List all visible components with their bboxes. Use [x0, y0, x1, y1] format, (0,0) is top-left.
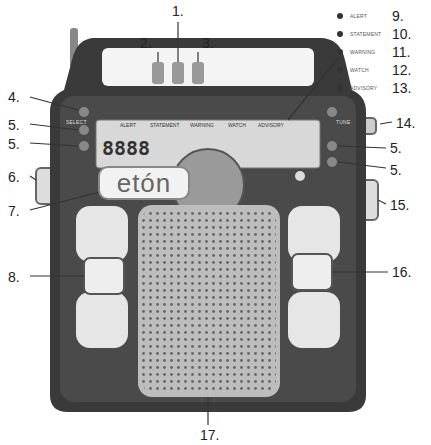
lcd-label: STATEMENT — [150, 123, 180, 128]
callout-number: 6. — [8, 170, 20, 184]
callout-number: 10. — [392, 27, 411, 41]
callout-number: 11. — [392, 45, 410, 59]
indicator-label: ALERT — [350, 14, 367, 19]
callout-number: 13. — [392, 81, 411, 95]
callout-number: 17. — [200, 428, 219, 442]
callout-number: 14. — [396, 116, 415, 130]
callout-number: 5. — [390, 141, 402, 155]
lcd-digits: 8888 — [102, 138, 150, 158]
button-label: SELECT — [66, 120, 87, 125]
callout-number: 5. — [8, 118, 20, 132]
callout-number: 5. — [8, 137, 20, 151]
indicator-label: STATEMENT — [350, 32, 381, 37]
callout-number: 5. — [390, 163, 402, 177]
button-label: TUNE — [336, 120, 350, 125]
callout-number: 15. — [390, 198, 409, 212]
indicator-label: WATCH — [350, 68, 369, 73]
lcd-label: WARNING — [190, 123, 214, 128]
indicator-label: ADVISORY — [350, 86, 377, 91]
lcd-label: WATCH — [228, 123, 246, 128]
callout-number: 2. — [140, 36, 152, 50]
logo-panel: etón — [98, 166, 190, 200]
lcd-label: ALERT — [120, 123, 136, 128]
callout-number: 8. — [8, 270, 20, 284]
callout-number: 3. — [202, 36, 214, 50]
lcd-label: ADVISORY — [258, 123, 284, 128]
callout-number: 16. — [392, 265, 411, 279]
callout-number: 9. — [392, 9, 404, 23]
callout-number: 1. — [172, 4, 184, 18]
indicator-label: WARNING — [350, 50, 375, 55]
callout-number: 4. — [8, 90, 20, 104]
logo-text: etón — [117, 170, 172, 196]
callout-number: 12. — [392, 63, 411, 77]
callout-number: 7. — [8, 204, 20, 218]
